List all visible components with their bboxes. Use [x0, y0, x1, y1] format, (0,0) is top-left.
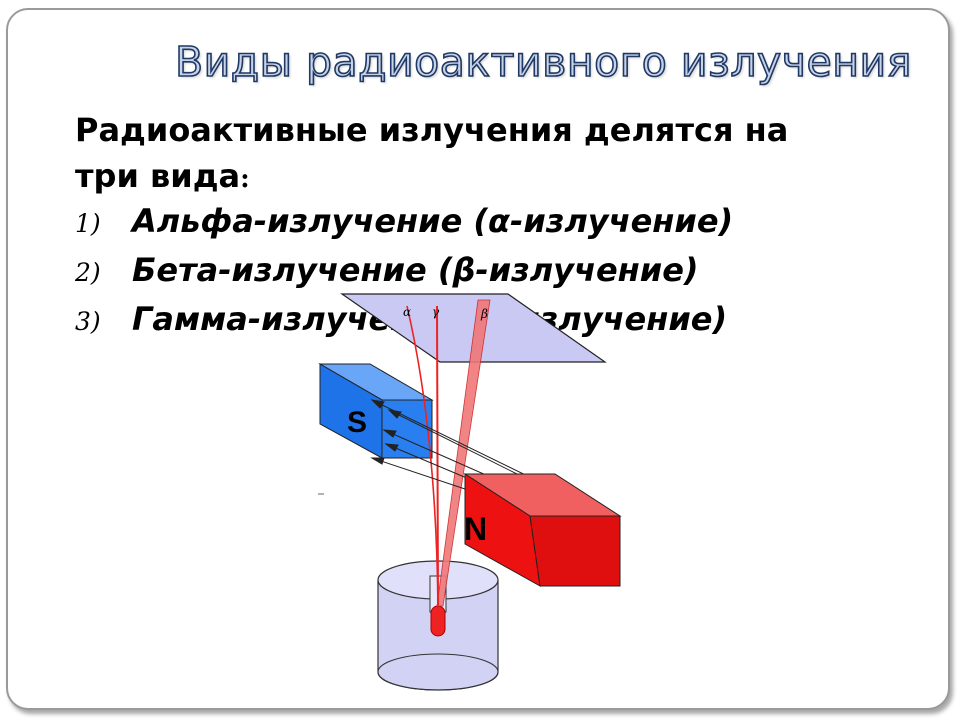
- intro-line-1: Радиоактивные излучения делятся на: [75, 111, 789, 149]
- list-item-number: 2): [75, 258, 101, 287]
- list-item-number: 1): [75, 209, 101, 238]
- intro-line-2: три вида:: [75, 153, 915, 202]
- intro-text: три вида: [75, 157, 241, 195]
- beta-ray-label: β: [480, 307, 488, 321]
- intro-colon: :: [240, 164, 250, 194]
- gamma-ray-label: γ: [432, 305, 440, 319]
- list-item: 1) Альфа-излучение (α-излучение): [75, 198, 915, 247]
- list-item-text: Бета-излучение (β-излучение): [132, 251, 699, 289]
- radioactive-sample: [430, 605, 446, 637]
- north-magnet: N: [463, 473, 622, 587]
- list-item-text: Альфа-излучение (α-излучение): [132, 202, 734, 240]
- slide-title: Виды радиоактивного излучения: [174, 37, 912, 87]
- list-item-number: 3): [75, 307, 101, 336]
- alpha-ray-label: α: [403, 305, 411, 319]
- beta-ray-beam: [436, 299, 491, 607]
- north-magnet-label: N: [464, 511, 487, 547]
- list-item: 2) Бета-излучение (β-излучение): [75, 247, 915, 296]
- alpha-ray-line: [406, 305, 439, 607]
- south-magnet-label: S: [347, 406, 367, 439]
- gamma-ray-line: [436, 305, 439, 607]
